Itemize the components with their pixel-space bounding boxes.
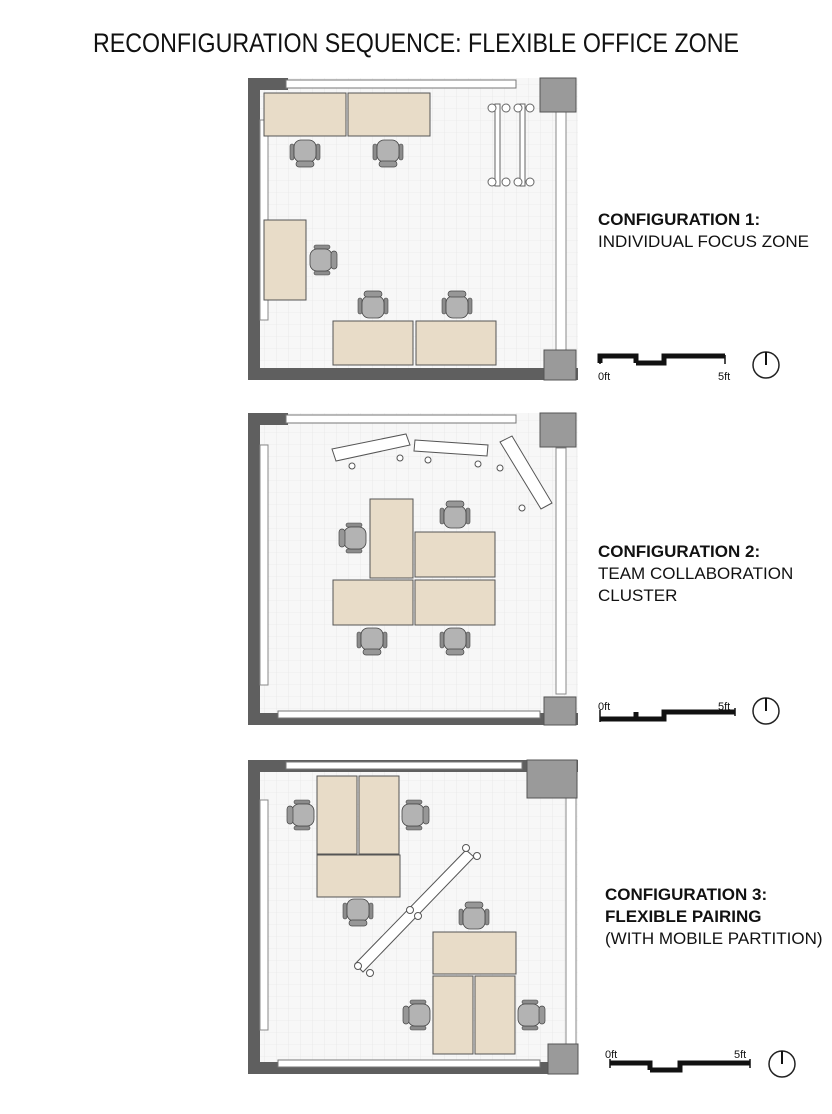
compass-icon (768, 1050, 796, 1078)
window-right (555, 447, 567, 695)
window-left (259, 444, 269, 686)
desk (414, 531, 496, 578)
desk (347, 92, 431, 137)
desk (332, 320, 414, 366)
desk (432, 931, 517, 975)
column-top-right (539, 412, 577, 448)
window-right (565, 797, 577, 1049)
desk (332, 579, 414, 626)
wall-top (248, 78, 288, 90)
column-top-right (539, 77, 577, 113)
configuration-heading: CONFIGURATION 3: (605, 885, 767, 904)
wall-left (248, 760, 260, 1074)
scale-bar (599, 708, 736, 722)
window-top (285, 79, 517, 89)
configuration-heading: CONFIGURATION 1: (598, 210, 760, 229)
window-bottom (277, 710, 541, 719)
desk (414, 579, 496, 626)
coat-rack (487, 103, 535, 187)
room-configuration-3 (248, 759, 579, 1075)
column-bottom-right (543, 349, 577, 381)
desk (358, 775, 400, 855)
configuration-description: CLUSTER (598, 586, 677, 605)
configuration-description: FLEXIBLE PAIRING (605, 907, 761, 926)
window-top (285, 761, 523, 770)
scale-start-label: 0ft (598, 701, 610, 713)
window-left (259, 799, 269, 1031)
desk (263, 219, 307, 301)
scale-end-label: 5ft (718, 371, 730, 383)
desk (474, 975, 516, 1055)
scale-bar (597, 353, 726, 366)
desk (316, 854, 401, 898)
window-right (555, 111, 567, 353)
wall-top (248, 413, 288, 425)
column-bottom-right (547, 1043, 579, 1075)
scale-end-label: 5ft (734, 1049, 746, 1061)
wall-bottom (248, 368, 578, 380)
desk (263, 92, 347, 137)
desk (369, 498, 414, 579)
wall-left (248, 413, 260, 725)
configuration-description: TEAM COLLABORATION (598, 564, 793, 583)
scale-start-label: 0ft (598, 371, 610, 383)
compass-icon (752, 697, 780, 725)
wall-left (248, 78, 260, 380)
scale-bar (609, 1059, 751, 1073)
room-configuration-1 (248, 77, 578, 381)
mobile-partition (331, 433, 553, 512)
configuration-heading: CONFIGURATION 2: (598, 542, 760, 561)
window-top (285, 414, 517, 424)
compass-icon (752, 351, 780, 379)
room-configuration-2 (248, 412, 578, 726)
configuration-description: INDIVIDUAL FOCUS ZONE (598, 232, 809, 251)
mobile-partition (354, 844, 481, 977)
window-bottom (277, 1059, 541, 1068)
desk (432, 975, 474, 1055)
desk (316, 775, 358, 855)
column-bottom-right (543, 696, 577, 726)
scale-start-label: 0ft (605, 1049, 617, 1061)
configuration-note: (WITH MOBILE PARTITION) (605, 929, 823, 948)
desk (415, 320, 497, 366)
floor (250, 413, 578, 725)
page-title: RECONFIGURATION SEQUENCE: FLEXIBLE OFFIC… (93, 28, 739, 58)
column-top-right (526, 759, 578, 799)
